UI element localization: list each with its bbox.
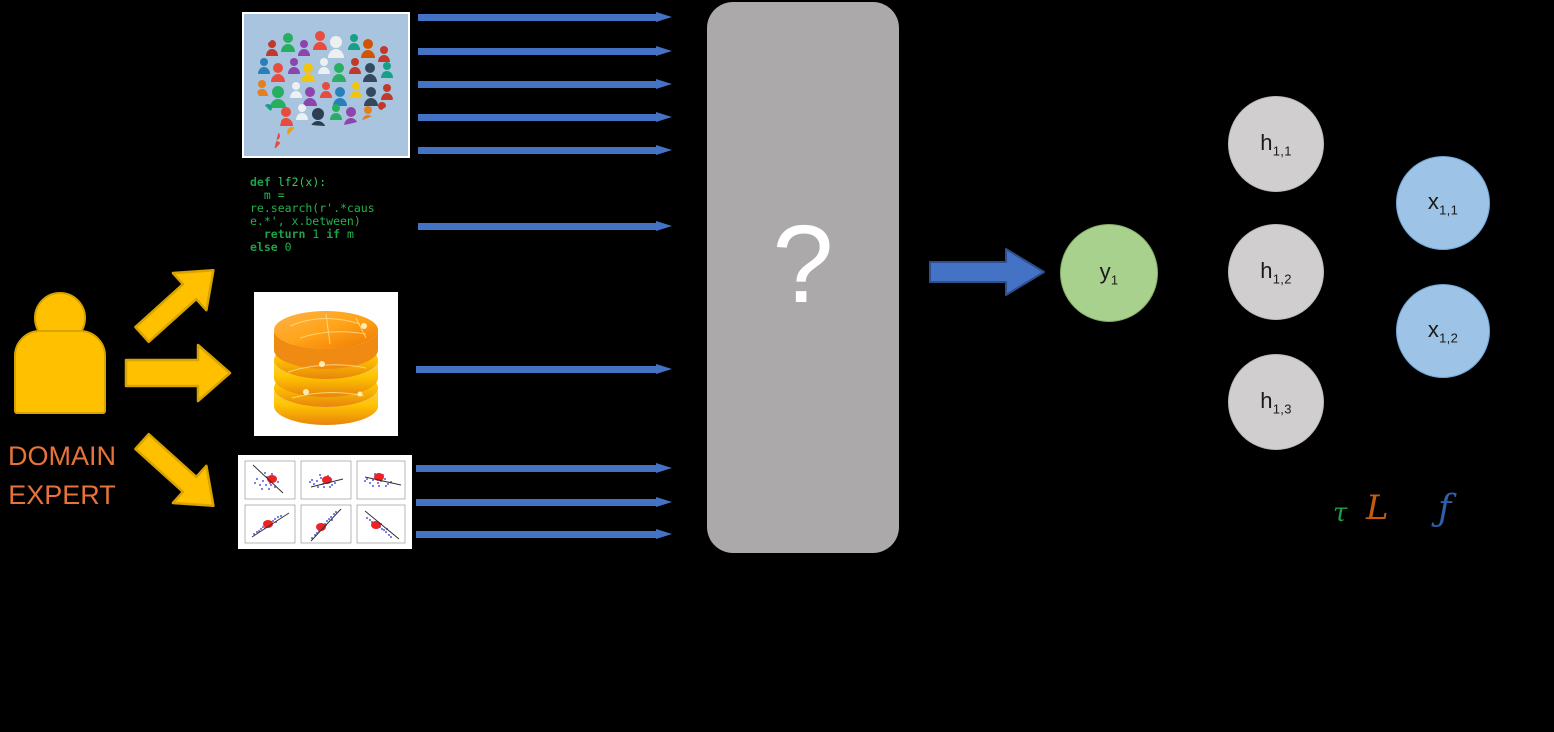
tau-symbol: τ (1333, 498, 1348, 528)
blue-arrow-7 (416, 364, 672, 375)
node-h11-label: h1,1 (1260, 129, 1292, 159)
node-x11-label: x1,1 (1427, 188, 1459, 218)
blue-arrow-2 (418, 46, 672, 57)
blue-arrow-8 (416, 463, 672, 474)
blue-arrow-4 (418, 112, 672, 123)
node-x12-label: x1,2 (1427, 316, 1459, 346)
blue-arrow-10 (416, 529, 672, 540)
blue-arrow-6 (418, 221, 672, 232)
f-symbol: ƒ (1438, 488, 1452, 529)
unknown-model-box[interactable]: ? (707, 2, 899, 553)
crowd-speech-bubble-image (242, 12, 410, 158)
node-h13[interactable]: h1,3 (1228, 354, 1324, 450)
node-y1-label: y1 (1099, 258, 1119, 288)
node-x12[interactable]: x1,2 (1396, 284, 1490, 378)
arrow-to-crowd (122, 248, 232, 358)
blue-arrow-3 (418, 79, 672, 90)
scatter-plot-grid (238, 455, 412, 549)
domain-expert-label: DOMAIN EXPERT (8, 441, 116, 510)
node-x11[interactable]: x1,1 (1396, 156, 1490, 250)
database-icon (254, 292, 398, 436)
crowd-bubble-svg (254, 22, 402, 150)
model-to-output-arrow (928, 246, 1046, 298)
node-h12-label: h1,2 (1260, 257, 1292, 287)
node-h13-label: h1,3 (1260, 387, 1292, 417)
node-h11[interactable]: h1,1 (1228, 96, 1324, 192)
node-h12[interactable]: h1,2 (1228, 224, 1324, 320)
code-snippet: def lf2(x): m = re.search(r'.*caus e.*',… (246, 176, 410, 276)
database-svg (274, 311, 378, 425)
arrow-to-scatter (122, 418, 232, 528)
blue-arrow-9 (416, 497, 672, 508)
question-mark-label: ? (772, 202, 834, 326)
blue-arrow-5 (418, 145, 672, 156)
scatter-grid-svg (241, 458, 409, 546)
node-y1[interactable]: y1 (1060, 224, 1158, 322)
person-icon (14, 292, 106, 414)
arrow-to-database (122, 340, 234, 406)
L-symbol: L (1366, 488, 1389, 528)
blue-arrow-1 (418, 12, 672, 23)
person-body (14, 330, 106, 414)
